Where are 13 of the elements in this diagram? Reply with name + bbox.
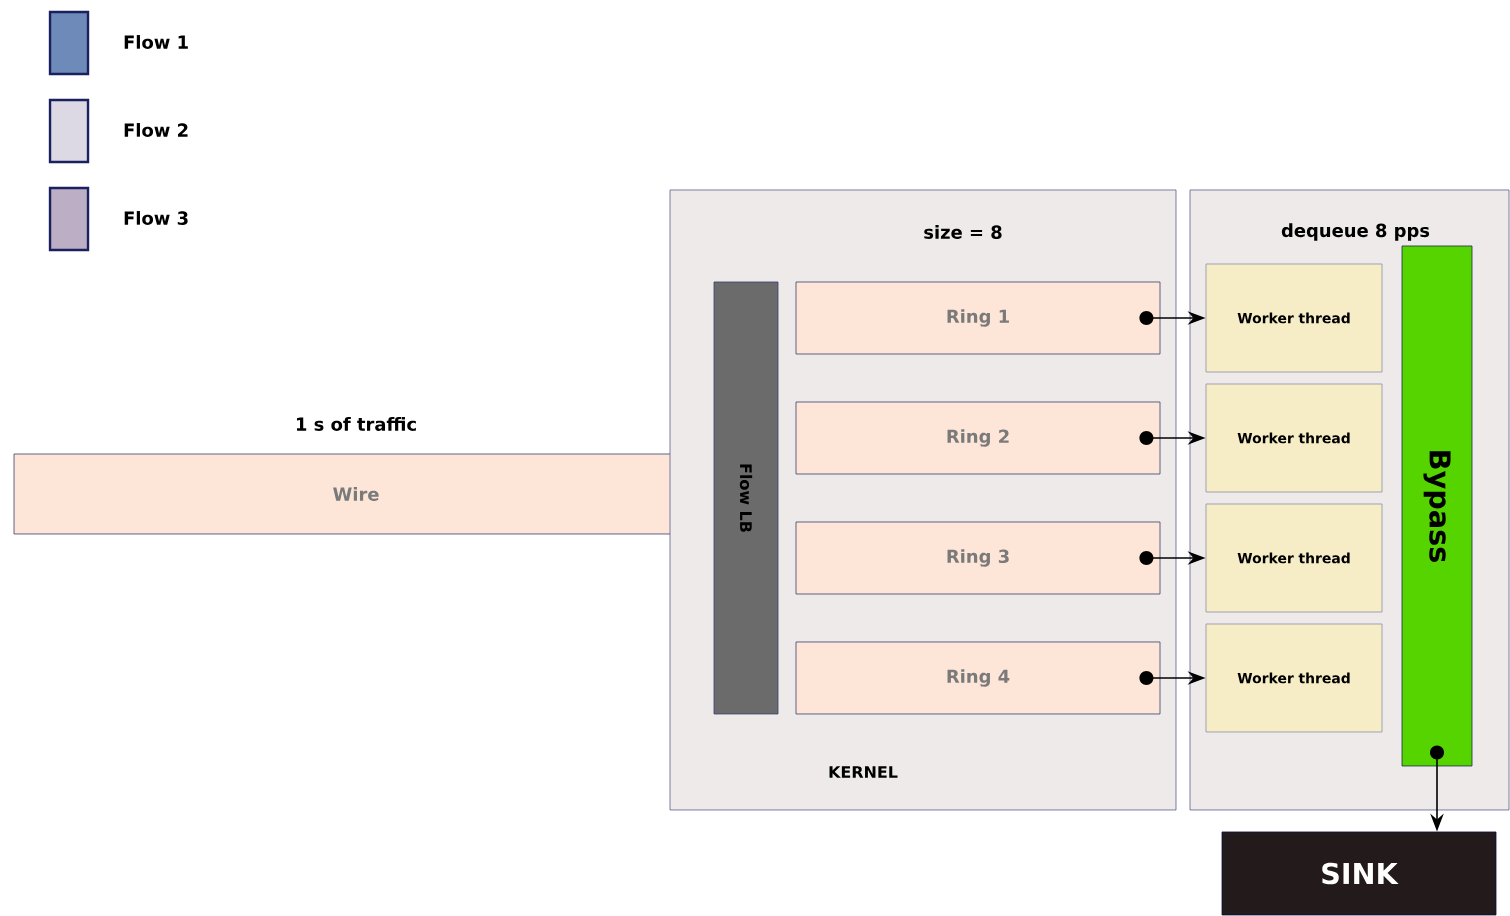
heading: 1 s of traffic [296,417,416,431]
wire-box: Wire [13,453,699,535]
bypass-bar: Bypass [1401,245,1473,767]
ring-box: Ring 3 [795,521,1161,595]
ring-box: Ring 1 [795,281,1161,355]
legend-label: Flow 1 [124,35,188,49]
heading: dequeue 8 pps [1281,223,1430,241]
sink-box: SINK [1221,831,1497,916]
ring-box: Ring 4 [795,641,1161,715]
heading: size = 8 [924,225,1002,239]
legend-label: Flow 3 [124,211,188,225]
ring-box: Ring 2 [795,401,1161,475]
legend-label: Flow 2 [124,123,188,137]
